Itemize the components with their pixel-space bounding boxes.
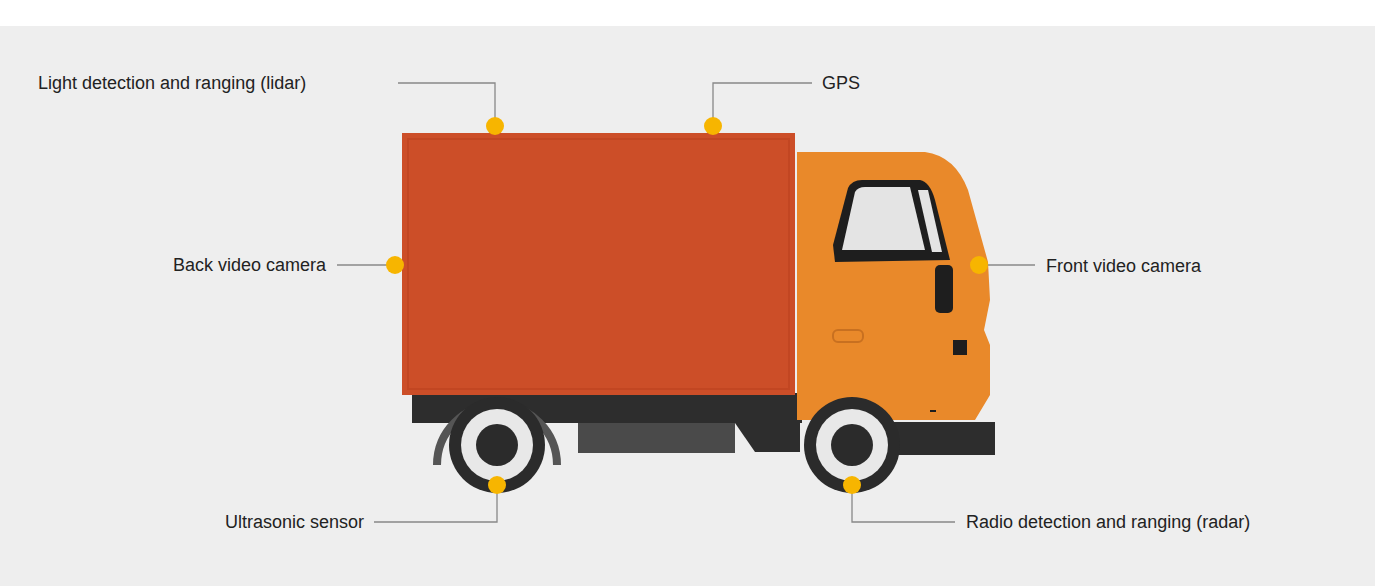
cargo-box-edge bbox=[408, 139, 789, 389]
background-panel bbox=[0, 26, 1375, 586]
front-rim bbox=[816, 409, 888, 481]
fuel-tank bbox=[578, 423, 735, 453]
leader-line bbox=[398, 83, 495, 126]
window bbox=[842, 187, 925, 250]
sensor-dot bbox=[386, 256, 404, 274]
front-wheel bbox=[804, 397, 900, 493]
leader-line bbox=[713, 83, 812, 126]
front-hub bbox=[831, 424, 873, 466]
chassis-slant bbox=[735, 423, 800, 452]
sensor-dot bbox=[486, 117, 504, 135]
sensor-dot bbox=[970, 256, 988, 274]
rear-wheel bbox=[449, 397, 545, 493]
window-side bbox=[918, 190, 942, 252]
mirror bbox=[935, 265, 953, 313]
sensor-label: Light detection and ranging (lidar) bbox=[38, 72, 306, 94]
rear-hub bbox=[476, 424, 518, 466]
sensor-label: Back video camera bbox=[173, 254, 326, 276]
door-handle bbox=[833, 330, 863, 342]
sensor-label: Radio detection and ranging (radar) bbox=[966, 511, 1250, 533]
leader-line bbox=[852, 485, 955, 522]
leader-line bbox=[374, 485, 497, 522]
cargo-box bbox=[402, 133, 795, 395]
cab bbox=[797, 152, 990, 420]
window-frame bbox=[833, 180, 950, 262]
mirror-mount bbox=[953, 340, 967, 355]
sensor-label: Front video camera bbox=[1046, 255, 1201, 277]
sensor-dot bbox=[704, 117, 722, 135]
sensor-label: GPS bbox=[822, 72, 860, 94]
sensor-dot bbox=[488, 476, 506, 494]
sensor-dot bbox=[843, 476, 861, 494]
sensor-label: Ultrasonic sensor bbox=[225, 511, 364, 533]
rear-rim bbox=[461, 409, 533, 481]
step bbox=[930, 410, 936, 412]
